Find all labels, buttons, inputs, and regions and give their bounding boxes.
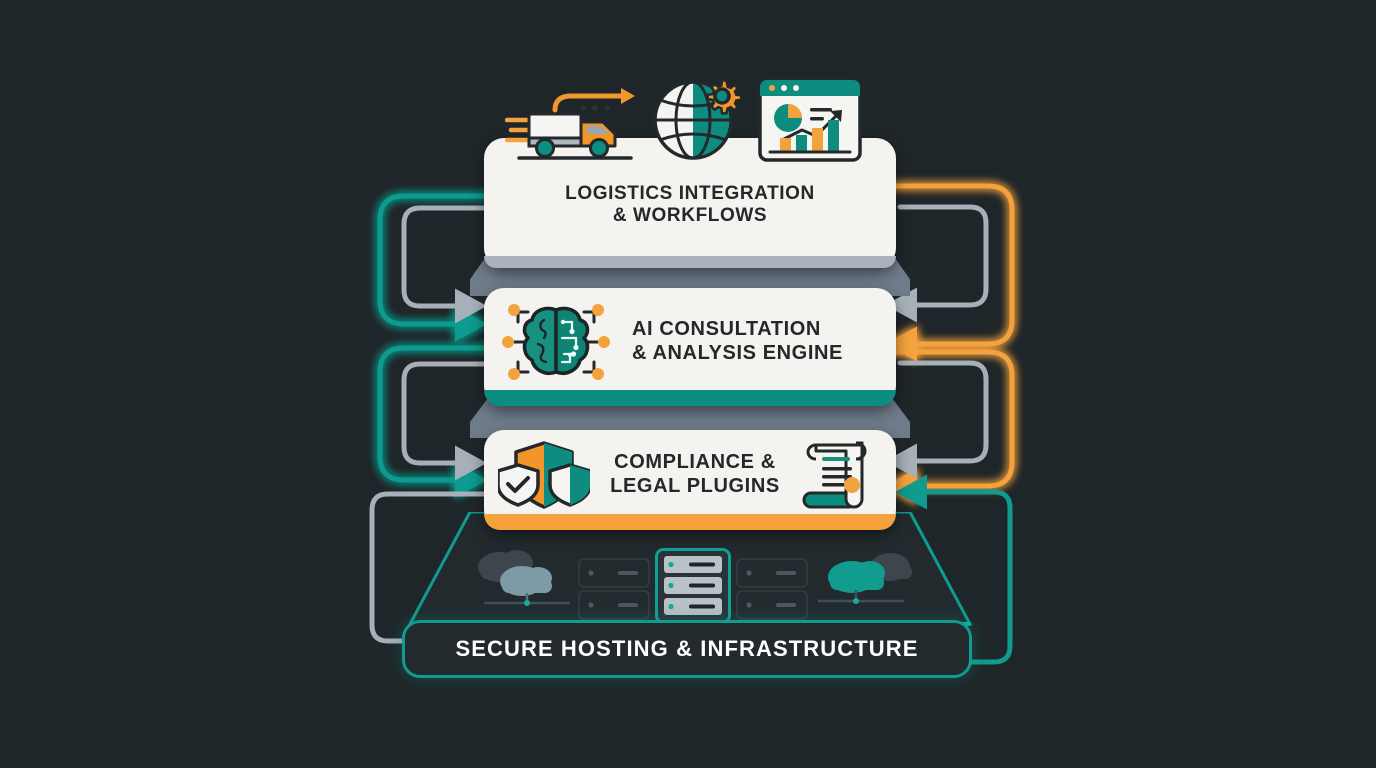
teal-feedback-loop-lower	[377, 345, 495, 498]
layer-accent-ai	[484, 390, 896, 406]
gray-flow-middle	[401, 361, 495, 481]
gray-flow-upper	[401, 205, 495, 324]
analytics-dashboard-icon	[758, 78, 862, 162]
layer-connector-slab-lower	[470, 398, 910, 438]
ai-brain-icon	[502, 304, 610, 380]
cloud-left-icon	[478, 550, 570, 606]
layer-title-logistics: LOGISTICS INTEGRATION & WORKFLOWS	[565, 182, 815, 226]
layer-title-ai: AI CONSULTATION & ANALYSIS ENGINE	[632, 318, 843, 364]
delivery-truck-icon	[505, 88, 635, 160]
teal-base-return	[895, 474, 1013, 665]
shield-group-icon	[498, 441, 590, 509]
gray-return-middle	[885, 360, 989, 479]
layer-accent-compliance	[484, 514, 896, 530]
globe-gear-icon	[653, 79, 743, 160]
base-card-hosting[interactable]: SECURE HOSTING & INFRASTRUCTURE	[402, 620, 972, 678]
layer-card-logistics[interactable]: LOGISTICS INTEGRATION & WORKFLOWS	[484, 138, 896, 268]
layer-accent-logistics	[484, 256, 896, 268]
legal-scroll-icon	[802, 441, 867, 509]
layer-card-compliance[interactable]: COMPLIANCE & LEGAL PLUGINS	[484, 430, 896, 530]
base-title: SECURE HOSTING & INFRASTRUCTURE	[455, 636, 919, 661]
server-rack-left-icon	[578, 558, 650, 620]
server-rack-right-icon	[736, 558, 808, 620]
teal-feedback-loop-upper	[377, 193, 495, 342]
orange-return-loop-lower	[881, 349, 1015, 504]
layer-title-compliance: COMPLIANCE & LEGAL PLUGINS	[610, 451, 780, 497]
server-rack-center-icon	[655, 548, 731, 624]
gray-return-upper	[885, 204, 989, 323]
orange-return-loop-upper	[881, 183, 1015, 362]
gray-base-loop	[369, 491, 495, 659]
cloud-right-icon	[818, 553, 912, 604]
layer-card-ai[interactable]: AI CONSULTATION & ANALYSIS ENGINE	[484, 288, 896, 406]
